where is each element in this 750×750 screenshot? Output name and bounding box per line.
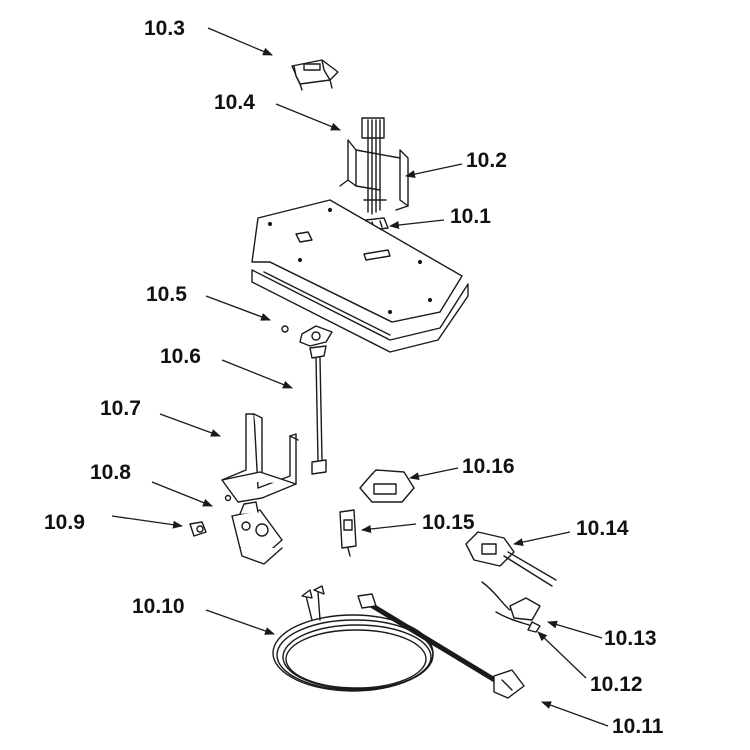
callout-10-6: 10.6	[160, 345, 201, 368]
part-mount-bracket	[339, 117, 409, 215]
callout-10-5: 10.5	[146, 283, 187, 306]
leader-line	[361, 523, 417, 533]
leader-line	[405, 163, 463, 179]
callout-10-2: 10.2	[466, 149, 507, 172]
leader-line	[537, 631, 587, 679]
leader-line	[207, 27, 273, 56]
leader-line	[513, 531, 571, 547]
part-u-bracket	[221, 413, 299, 503]
part-plug	[481, 581, 541, 621]
leader-line	[205, 295, 271, 321]
callout-10-15: 10.15	[422, 511, 475, 534]
leader-line	[547, 620, 603, 639]
part-housing-plate	[251, 199, 469, 353]
part-sensor	[465, 531, 557, 587]
part-fitting	[189, 521, 207, 537]
callout-10-16: 10.16	[462, 455, 515, 478]
callout-10-9: 10.9	[44, 511, 85, 534]
callout-10-12: 10.12	[590, 673, 643, 696]
part-clip	[291, 59, 339, 91]
callout-10-4: 10.4	[214, 91, 255, 114]
leader-line	[111, 515, 183, 529]
leader-line	[389, 219, 445, 229]
callout-10-8: 10.8	[90, 461, 131, 484]
part-long-cable	[357, 593, 525, 699]
callout-10-1: 10.1	[450, 205, 491, 228]
part-control-module	[359, 469, 415, 503]
part-nut-washer	[281, 325, 333, 347]
leader-line	[151, 481, 213, 507]
part-switch	[339, 509, 357, 557]
leader-line	[409, 467, 459, 481]
callout-10-3: 10.3	[144, 17, 185, 40]
leader-line	[205, 609, 275, 635]
part-threaded-rod	[309, 345, 327, 475]
leader-line	[541, 701, 609, 727]
callout-10-7: 10.7	[100, 397, 141, 420]
leader-line	[275, 103, 341, 131]
callout-10-10: 10.10	[132, 595, 185, 618]
part-motor-block	[224, 494, 283, 565]
part-cable-lead	[495, 611, 541, 633]
callout-10-13: 10.13	[604, 627, 657, 650]
part-coiled-cable	[272, 585, 434, 692]
leader-line	[221, 359, 293, 389]
callout-10-11: 10.11	[612, 715, 664, 738]
leader-line	[159, 413, 221, 437]
callout-10-14: 10.14	[576, 517, 629, 540]
